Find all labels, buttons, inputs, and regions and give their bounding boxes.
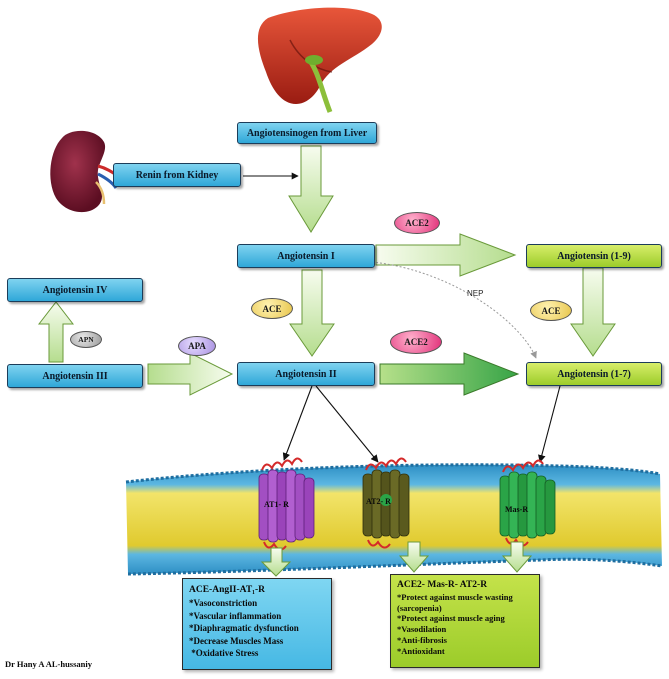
ace2-top-oval: ACE2 <box>394 212 440 234</box>
effects-left-title: ACE-AngII-AT₁-R <box>189 585 266 595</box>
apa-oval: APA <box>178 336 216 356</box>
arrow-liver-to-ang1 <box>288 145 334 233</box>
arrow-ang17-to-mas <box>538 385 561 463</box>
effect-item: *Antioxidant <box>397 645 445 656</box>
effect-item: *Diaphragmatic dysfunction <box>189 623 299 634</box>
kidney-icon <box>50 130 119 213</box>
at1-receptor-label: AT1- R <box>264 500 289 509</box>
angiotensin-1-7-box: Angiotensin (1-7) <box>526 362 662 386</box>
arrow-ang2-to-at2 <box>315 385 379 463</box>
effect-item: *Protect against muscle wasting (sarcope… <box>397 591 513 613</box>
effect-item: *Decrease Muscles Mass <box>189 635 284 646</box>
effect-item: *Vascular inflammation <box>189 610 282 621</box>
ace2-masr-at2r-effects: ACE2- Mas-R- AT2-R *Protect against musc… <box>390 574 540 668</box>
effect-item: *Protect against muscle aging <box>397 613 505 624</box>
effect-item: *Vasoconstriction <box>189 598 258 609</box>
nep-arrow <box>371 261 537 359</box>
angiotensin-iv-box: Angiotensin IV <box>7 278 143 302</box>
at2-receptor <box>362 457 410 549</box>
arrow-ang19-to-ang17 <box>570 267 616 357</box>
arrow-at1-to-effects <box>260 547 292 577</box>
angiotensin-iii-box: Angiotensin III <box>7 364 143 388</box>
liver-icon <box>257 7 382 113</box>
arrow-at2-to-effects <box>398 541 430 573</box>
angiotensinogen-box: Angiotensinogen from Liver <box>237 122 377 144</box>
angiotensin-i-box: Angiotensin I <box>237 244 375 268</box>
ace-left-oval: ACE <box>251 298 293 319</box>
at1-receptor <box>258 457 315 551</box>
angiotensin-ii-box: Angiotensin II <box>237 362 375 386</box>
arrow-ang2-to-ang3 <box>147 352 234 396</box>
effect-item: *Vasodilation <box>397 624 447 635</box>
nep-label: NEP <box>467 289 484 298</box>
apn-oval: APN <box>70 331 102 348</box>
mas-receptor <box>499 459 556 547</box>
arrow-ang2-to-at1 <box>282 385 313 461</box>
arrow-mas-to-effects <box>501 541 533 573</box>
arrow-ang1-to-ang2 <box>289 269 335 357</box>
author-credit: Dr Hany A AL-hussaniy <box>5 659 93 669</box>
mas-receptor-label: Mas-R <box>505 505 529 514</box>
angiotensin-1-9-box: Angiotensin (1-9) <box>526 244 662 268</box>
effect-item: *Oxidative Stress <box>189 648 259 659</box>
renin-box: Renin from Kidney <box>113 163 241 187</box>
ace-angii-at1r-effects: ACE-AngII-AT₁-R *Vasoconstriction *Vascu… <box>182 578 332 670</box>
arrow-ang1-to-ang19 <box>375 233 517 277</box>
effect-item: *Anti-fibrosis <box>397 634 447 645</box>
effects-right-title: ACE2- Mas-R- AT2-R <box>397 580 488 590</box>
arrow-ang2-to-ang17 <box>379 352 520 396</box>
ace-right-oval: ACE <box>530 300 572 321</box>
arrow-ang3-to-ang4 <box>37 301 75 363</box>
at2-receptor-label: AT2- R <box>366 497 391 506</box>
ace2-mid-oval: ACE2 <box>390 330 442 354</box>
